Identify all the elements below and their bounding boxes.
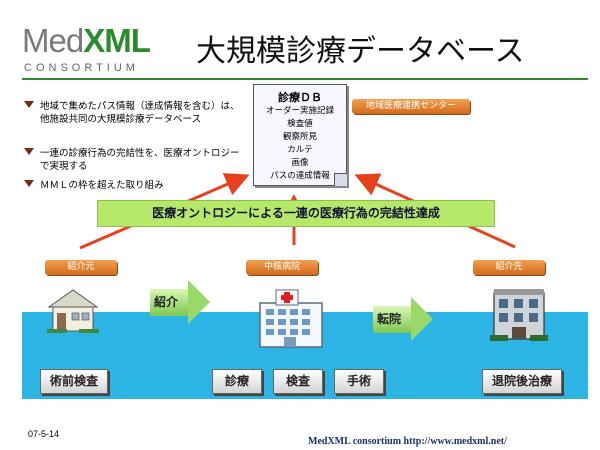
db-line: 画像 bbox=[291, 158, 309, 168]
logo-xml-text: XML bbox=[83, 22, 151, 59]
arrow-head-icon bbox=[411, 297, 433, 341]
bullet-text: 地域で集めたパス情報（達成情報を含む）は、他施設共同の大規模診療データベース bbox=[40, 101, 240, 125]
db-line: 観察所見 bbox=[282, 132, 317, 142]
bullet-item: 一連の診療行為の完結性を、医療オントロジーで実現する bbox=[22, 147, 240, 173]
logo-med-text: Med bbox=[22, 22, 84, 59]
title-divider bbox=[22, 78, 588, 80]
db-title: 診療ＤＢ bbox=[278, 91, 322, 104]
transfer-arrow: 転院 bbox=[373, 297, 433, 341]
step-post-discharge: 退院後治療 bbox=[482, 369, 562, 394]
hospital-icon bbox=[259, 289, 323, 348]
regional-center-label: 地域医療連携センター bbox=[352, 99, 470, 114]
step-diagnosis: 診療 bbox=[212, 369, 262, 394]
node-label-core-hospital: 中核病院 bbox=[246, 260, 318, 275]
referral-arrow: 紹介 bbox=[150, 280, 210, 324]
node-label-destination: 紹介先 bbox=[473, 260, 545, 275]
logo: MedXML bbox=[22, 22, 151, 60]
step-preop-exam: 術前検査 bbox=[40, 369, 108, 394]
bullet-arrow-icon bbox=[24, 180, 34, 187]
house-icon bbox=[47, 289, 99, 333]
referral-arrow-label: 紹介 bbox=[154, 295, 179, 309]
bullet-text: 一連の診療行為の完結性を、医療オントロジーで実現する bbox=[40, 148, 240, 172]
db-line: カルテ bbox=[287, 145, 313, 155]
bullet-arrow-icon bbox=[24, 148, 34, 155]
page-fold-icon bbox=[334, 173, 347, 186]
arrow-head-icon bbox=[188, 280, 210, 324]
step-examination: 検査 bbox=[273, 369, 323, 394]
db-line: オーダー実施記録 bbox=[265, 106, 334, 116]
bullet-item: ＭＭＬの枠を超えた取り組み bbox=[22, 179, 240, 192]
bullet-text: ＭＭＬの枠を超えた取り組み bbox=[40, 180, 164, 191]
logo-subtitle: CONSORTIUM bbox=[24, 62, 139, 74]
slide-date: 07-5-14 bbox=[28, 429, 60, 439]
bullet-arrow-icon bbox=[24, 101, 34, 108]
transfer-arrow-label: 転院 bbox=[377, 312, 402, 326]
clinic-building-icon bbox=[490, 289, 548, 341]
page-title: 大規模診療データベース bbox=[196, 34, 525, 69]
step-surgery: 手術 bbox=[334, 369, 384, 394]
db-line: 検査値 bbox=[287, 119, 313, 129]
ontology-banner: 医療オントロジーによる一連の医療行為の完結性達成 bbox=[97, 200, 495, 227]
node-label-referrer: 紹介元 bbox=[45, 260, 117, 275]
footer-credit: MedXML consortium http://www.medxml.net/ bbox=[308, 436, 507, 447]
bullet-item: 地域で集めたパス情報（達成情報を含む）は、他施設共同の大規模診療データベース bbox=[22, 100, 240, 126]
clinical-database-document: 診療ＤＢ オーダー実施記録 検査値 観察所見 カルテ 画像 パスの達成情報 bbox=[253, 84, 347, 186]
db-line: パスの達成情報 bbox=[270, 171, 330, 181]
